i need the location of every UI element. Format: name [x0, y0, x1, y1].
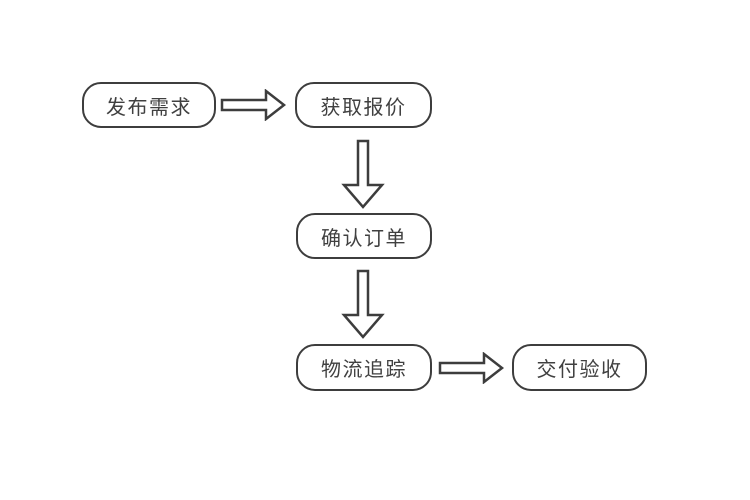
edge-confirm-to-track: [341, 269, 385, 340]
node-label: 获取报价: [320, 96, 407, 119]
arrow-right-icon: [220, 89, 287, 121]
arrow-down-icon: [341, 139, 385, 209]
node-publish-request: 发布需求: [82, 82, 216, 128]
arrow-down-icon: [341, 269, 385, 339]
node-label: 发布需求: [106, 96, 192, 119]
node-confirm-order: 确认订单: [296, 213, 432, 259]
edge-publish-to-quote: [220, 89, 287, 121]
node-get-quote: 获取报价: [295, 82, 432, 128]
node-logistics-tracking: 物流追踪: [296, 344, 432, 391]
node-delivery-acceptance: 交付验收: [512, 344, 647, 391]
node-label: 交付验收: [536, 359, 623, 381]
node-label: 确认订单: [321, 227, 407, 250]
edge-track-to-accept: [438, 352, 505, 384]
edge-quote-to-confirm: [341, 139, 385, 210]
node-label: 物流追踪: [321, 359, 407, 381]
arrow-right-icon: [438, 352, 505, 384]
